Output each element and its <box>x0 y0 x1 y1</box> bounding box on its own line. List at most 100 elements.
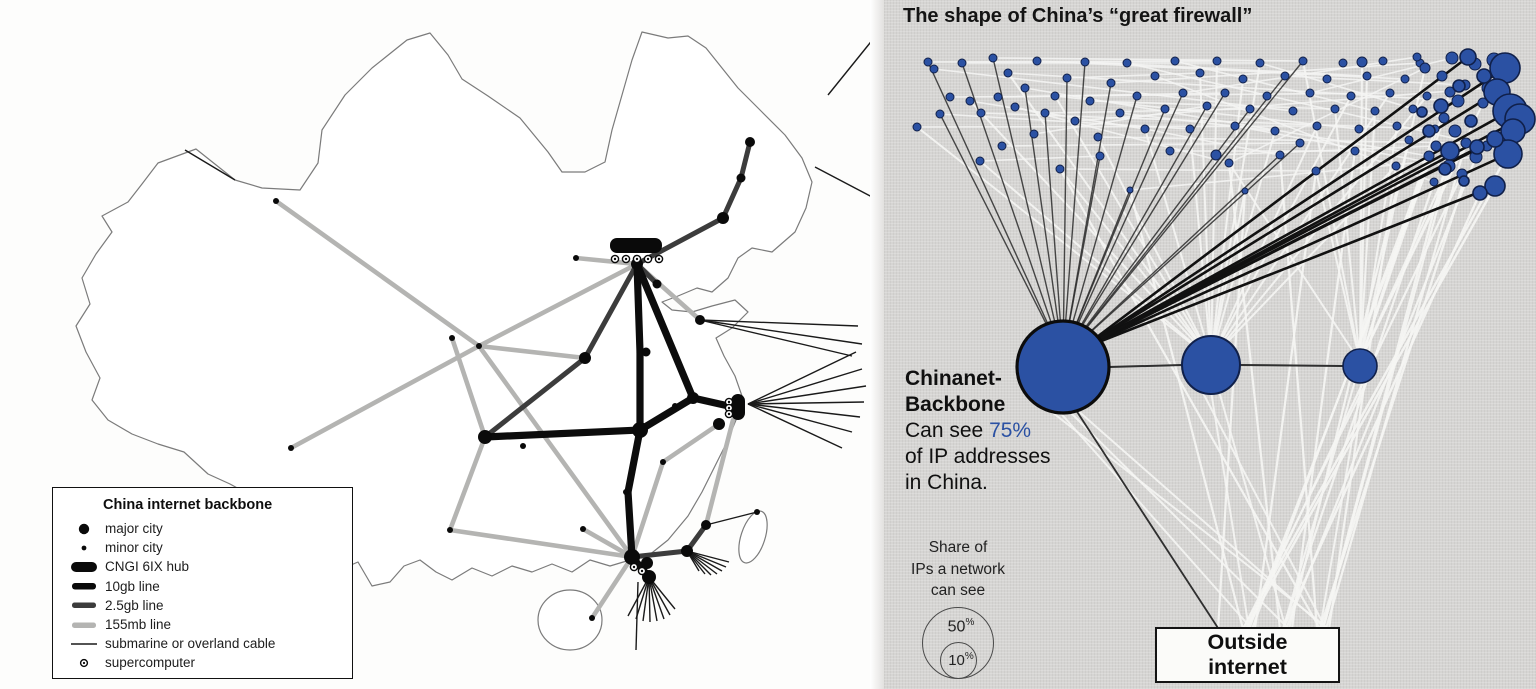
network-dot <box>993 92 1003 102</box>
network-dot <box>1202 101 1212 111</box>
cluster-network-node <box>1476 68 1492 84</box>
chinanet-line5: in China. <box>905 471 988 494</box>
network-dot <box>1080 57 1090 67</box>
submarine-cable <box>648 576 665 620</box>
network-dot <box>1095 151 1105 161</box>
supercomputer-node-dot <box>646 257 650 261</box>
legend-label: 10gb line <box>105 578 160 594</box>
white-link-up <box>1210 125 1318 360</box>
link-155mb <box>589 554 635 621</box>
dark-link <box>939 113 1064 358</box>
network-dot <box>1378 56 1388 66</box>
network-dot <box>1436 70 1448 82</box>
minor-city-node <box>573 255 579 261</box>
size-legend-line2: IPs a network <box>911 560 1005 578</box>
network-dot <box>965 96 975 106</box>
white-link-down <box>1247 144 1438 631</box>
network-dot <box>1032 56 1042 66</box>
size-legend-line3: can see <box>930 582 986 599</box>
cluster-network-node <box>1438 162 1452 176</box>
submarine-cable <box>627 576 650 617</box>
mesh-link <box>1059 168 1317 172</box>
network-dot <box>1385 88 1395 98</box>
mesh-link <box>1066 72 1201 79</box>
size-legend-caption: Share of IPs a network can see <box>888 537 1028 602</box>
network-dot <box>1422 91 1432 101</box>
white-link-down <box>1201 390 1327 630</box>
link-155mb <box>476 343 635 560</box>
submarine-cable <box>747 351 857 405</box>
network-dot <box>1165 146 1175 156</box>
white-link-up <box>1054 95 1212 360</box>
mesh-link <box>1014 106 1230 164</box>
supercomputer-node-dot <box>624 257 628 261</box>
network-dot <box>1224 158 1234 168</box>
submarine-cable <box>699 319 859 327</box>
cluster-network-node <box>1486 130 1504 148</box>
major-city-node <box>642 570 656 584</box>
cluster-network-node <box>1452 79 1466 93</box>
major-city-node <box>579 352 591 364</box>
supercomputer-node-dot <box>727 400 731 404</box>
legend-label: 155mb line <box>105 617 172 633</box>
network-dot <box>929 64 939 74</box>
cluster-network-node <box>1458 175 1470 187</box>
panel-title: The shape of China’s “great firewall” <box>903 5 1253 27</box>
network-dot <box>1430 140 1442 152</box>
legend-label: minor city <box>105 540 163 556</box>
china-outline <box>75 31 813 587</box>
bundle-link <box>1079 66 1507 351</box>
network-dot <box>1392 121 1402 131</box>
submarine-cable <box>184 149 236 181</box>
major-city-node <box>652 279 662 289</box>
network-dot <box>1362 71 1372 81</box>
link-155mb <box>476 343 588 361</box>
network-dot <box>1238 74 1248 84</box>
network-dot <box>1448 124 1462 138</box>
network-dot <box>912 122 922 132</box>
submarine-cable <box>699 319 853 357</box>
link-2-5gb <box>720 175 744 221</box>
network-dot <box>1070 116 1080 126</box>
network-dot <box>1338 58 1348 68</box>
minor-city-node <box>589 615 595 621</box>
chinanet-backbone-node <box>1015 319 1111 415</box>
cluster-network-node <box>1416 106 1428 118</box>
white-link-down <box>1318 179 1466 631</box>
white-link-up <box>1144 128 1212 360</box>
link-155mb <box>629 459 666 560</box>
size-legend-line1: Share of <box>928 539 988 556</box>
link-10gb <box>636 394 697 434</box>
dark-link <box>1062 95 1138 358</box>
network-dot <box>1354 124 1364 134</box>
cngi-hub-icon <box>63 560 105 574</box>
mesh-link <box>1054 95 1360 130</box>
chinanet-75pct: 75% <box>989 419 1032 442</box>
network-dot <box>935 109 945 119</box>
network-dot <box>957 58 967 68</box>
legend-item-major-city: major city <box>63 519 344 538</box>
submarine-cable <box>747 385 867 405</box>
supercomputer-node-dot <box>635 257 639 261</box>
chinanet-backbone-label: Chinanet- Backbone Can see 75% of IP add… <box>905 366 1051 496</box>
submarine-cable <box>747 403 861 418</box>
network-dot <box>1429 177 1439 187</box>
dark-link <box>1062 75 1286 358</box>
submarine-cable <box>705 511 758 526</box>
network-dot <box>1122 58 1132 68</box>
size-legend-circles: 50% 10% <box>920 607 1000 683</box>
white-link-up <box>1007 72 1212 360</box>
taiwan-island <box>738 510 768 564</box>
white-link-down <box>1241 152 1510 631</box>
minor-city-node <box>672 403 678 409</box>
network-dot <box>975 156 985 166</box>
submarine-cable <box>747 368 863 405</box>
network-dot <box>1220 88 1230 98</box>
mesh-link <box>1084 61 1368 77</box>
network-dot <box>1322 74 1332 84</box>
great-firewall-panel: The shape of China’s “great firewall” Ch… <box>870 0 1536 689</box>
submarine-cable <box>747 403 853 433</box>
